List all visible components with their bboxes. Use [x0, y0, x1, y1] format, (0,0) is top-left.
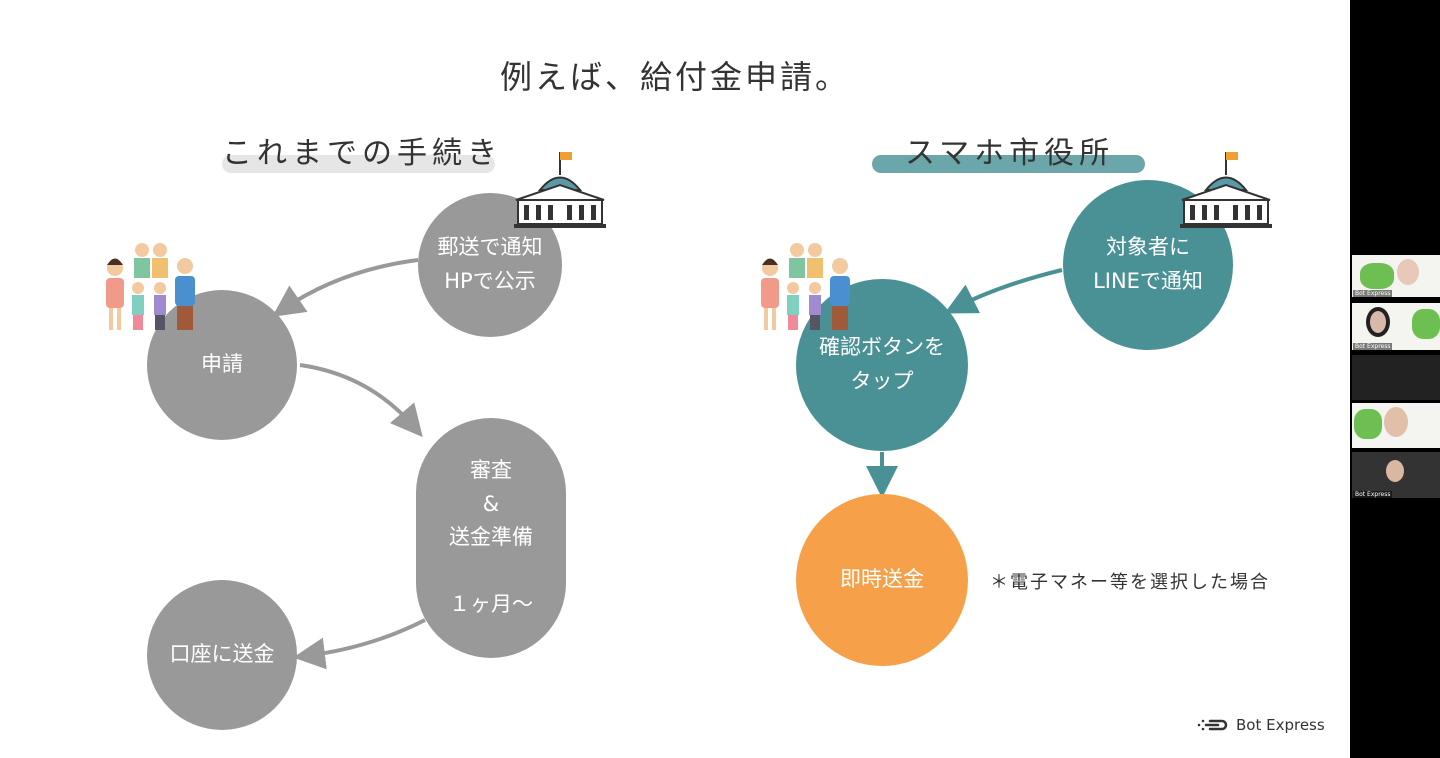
left-heading: これまでの手続き	[222, 136, 502, 171]
family-icon	[761, 243, 850, 330]
slide-title: 例えば、給付金申請。	[499, 58, 850, 96]
family-icon	[106, 243, 195, 330]
participant-video[interactable]: Bot Express	[1352, 452, 1440, 498]
participant-video[interactable]	[1352, 403, 1440, 448]
logo-mark-icon	[1197, 719, 1228, 731]
participant-video[interactable]	[1352, 355, 1440, 400]
participant-panel: Bot Express Bot Express Bot Express	[1350, 0, 1440, 758]
bot-express-logo: Bot Express	[1196, 716, 1325, 734]
logo-text: Bot Express	[1236, 716, 1325, 734]
arrow	[944, 268, 1063, 314]
flow-arrows	[272, 258, 1063, 670]
city-hall-icon	[514, 152, 606, 228]
node-instant-transfer: 即時送金	[796, 494, 968, 666]
node-apply: 申請	[147, 290, 297, 440]
arrow	[272, 258, 419, 317]
presentation-slide: 例えば、給付金申請。 これまでの手続き スマホ市役所 郵送で通知 HPで公示 申…	[106, 58, 1325, 734]
participant-name: Bot Express	[1353, 290, 1393, 297]
heading-underline	[872, 155, 1145, 173]
node-bank-transfer: 口座に送金	[147, 580, 297, 730]
arrow	[293, 618, 426, 670]
participant-video[interactable]: Bot Express	[1352, 303, 1440, 350]
node-review: 審査 & 送金準備 １ヶ月〜	[416, 418, 566, 658]
city-hall-icon	[1180, 152, 1272, 228]
city-hall-icons	[106, 152, 1272, 330]
node-tap-button: 確認ボタンを タップ	[796, 279, 968, 451]
participant-video[interactable]: Bot Express	[1352, 255, 1440, 297]
heading-underline	[222, 155, 495, 173]
arrow	[299, 363, 423, 438]
right-heading: スマホ市役所	[905, 136, 1115, 171]
participant-name: Bot Express	[1353, 343, 1393, 350]
participant-name: Bot Express	[1353, 491, 1393, 498]
footnote: ＊電子マネー等を選択した場合	[990, 572, 1270, 593]
